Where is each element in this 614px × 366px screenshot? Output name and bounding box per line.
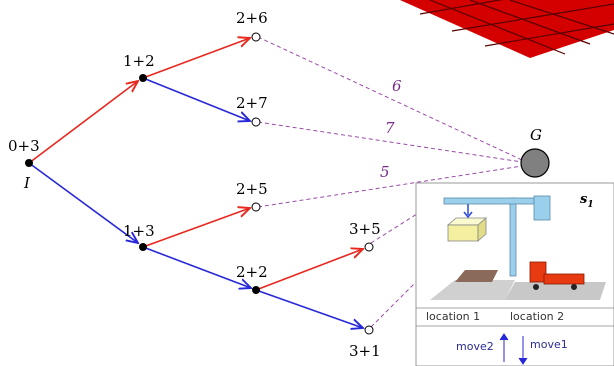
node-1-3-label: 1+3 bbox=[123, 222, 155, 240]
ground-platform-left bbox=[430, 280, 515, 300]
node-1-3 bbox=[139, 243, 147, 251]
node-root-label: 0+3 bbox=[8, 137, 40, 155]
tree-edges bbox=[28, 38, 363, 328]
node-1-2 bbox=[139, 74, 147, 82]
cost-label: 7 bbox=[385, 119, 395, 137]
truck-icon bbox=[529, 261, 585, 290]
node-3-5-label: 3+5 bbox=[349, 220, 381, 238]
container-box-icon bbox=[446, 217, 488, 242]
node-3-5 bbox=[364, 242, 374, 252]
node-2-5-label: 2+5 bbox=[236, 180, 268, 198]
node-2-5 bbox=[251, 202, 261, 212]
red-grid-plane bbox=[400, 0, 614, 58]
node-2-6-label: 2+6 bbox=[236, 9, 268, 27]
pallet bbox=[455, 270, 498, 282]
node-root-sublabel: I bbox=[23, 174, 31, 192]
state-scene-panel: s1 location 1 location bbox=[415, 182, 614, 366]
cost-label: 6 bbox=[392, 77, 402, 95]
node-1-2-label: 1+2 bbox=[123, 52, 155, 70]
heuristic-lines bbox=[257, 36, 523, 328]
node-2-2 bbox=[252, 286, 260, 294]
crane-icon bbox=[443, 195, 551, 277]
location1-label: location 1 bbox=[426, 310, 480, 323]
move1-label: move1 bbox=[530, 338, 568, 351]
state-label: s1 bbox=[580, 192, 594, 210]
node-3-1-label: 3+1 bbox=[349, 342, 381, 360]
node-2-7-label: 2+7 bbox=[236, 94, 268, 112]
node-2-7 bbox=[251, 117, 261, 127]
node-3-1 bbox=[364, 325, 374, 335]
cost-label: 5 bbox=[380, 163, 390, 181]
tree-nodes bbox=[25, 32, 374, 335]
move2-label: move2 bbox=[456, 340, 494, 353]
goal-label: G bbox=[530, 126, 542, 144]
ground-platform-right bbox=[505, 282, 606, 300]
location2-label: location 2 bbox=[510, 310, 564, 323]
node-2-6 bbox=[251, 32, 261, 42]
node-root bbox=[25, 159, 33, 167]
node-2-2-label: 2+2 bbox=[236, 263, 268, 281]
goal-node bbox=[520, 148, 550, 178]
